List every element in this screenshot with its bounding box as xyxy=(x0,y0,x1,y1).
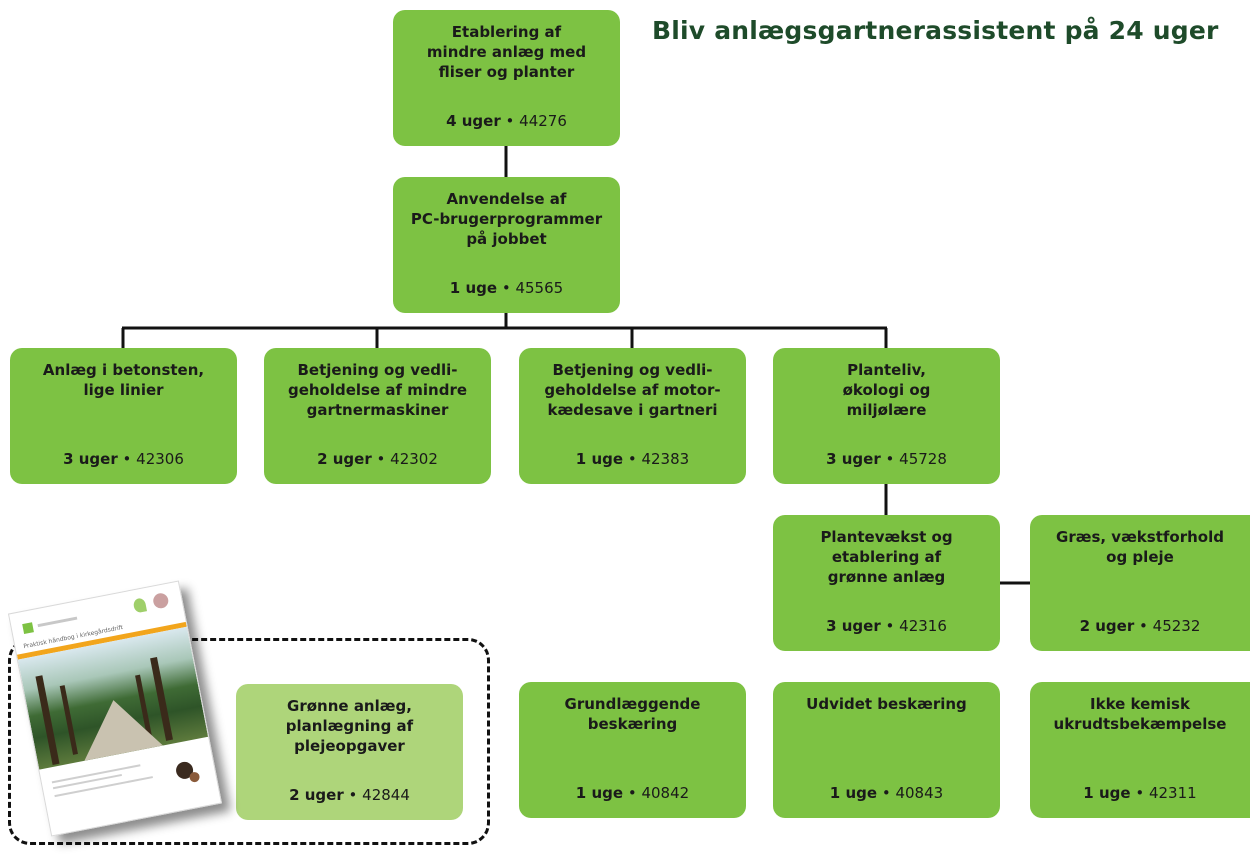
course-weeks: 1 uge xyxy=(449,279,498,297)
page-title: Bliv anlægsgartnerassistent på 24 uger xyxy=(652,16,1219,45)
course-box-ukrudt: Ikke kemisk ukrudtsbekæmpelse 1 uge • 42… xyxy=(1030,682,1250,818)
cover-badge-icon xyxy=(188,771,201,783)
course-code: 42844 xyxy=(362,786,410,804)
course-weeks: 2 uger xyxy=(1079,617,1135,635)
bullet: • xyxy=(505,112,515,130)
seal-logo-icon xyxy=(151,591,170,610)
course-name: Ikke kemisk ukrudtsbekæmpelse xyxy=(1053,695,1227,733)
optional-course-frame xyxy=(8,638,490,845)
course-name: Udvidet beskæring xyxy=(806,695,967,713)
course-meta: 3 uger • 42306 xyxy=(10,449,237,469)
bullet: • xyxy=(627,450,637,468)
course-box-udvidet: Udvidet beskæring 1 uge • 40843 xyxy=(773,682,1000,818)
course-weeks: 4 uger xyxy=(446,112,501,130)
bullet: • xyxy=(881,784,891,802)
course-name: Anlæg i betonsten, lige linier xyxy=(42,361,205,399)
course-code: 44276 xyxy=(519,112,567,130)
course-name: Grønne anlæg, planlægning af plejeopgave… xyxy=(285,697,414,755)
course-name: Græs, vækstforhold og pleje xyxy=(1056,528,1224,566)
course-box-graes: Græs, vækstforhold og pleje 2 uger • 452… xyxy=(1030,515,1250,651)
course-meta: 2 uger • 42844 xyxy=(236,785,463,805)
publisher-logo-text xyxy=(37,616,78,628)
course-box-planteliv: Planteliv, økologi og miljølære 3 uger •… xyxy=(773,348,1000,484)
bullet: • xyxy=(122,450,132,468)
course-weeks: 3 uger xyxy=(826,617,881,635)
course-code: 40842 xyxy=(641,784,690,802)
course-name: Anvendelse af PC-brugerprogrammer på job… xyxy=(410,190,603,248)
course-weeks: 2 uger xyxy=(289,786,344,804)
course-box-grundlaeggende: Grundlæggende beskæring 1 uge • 40842 xyxy=(519,682,746,818)
course-meta: 2 uger • 45232 xyxy=(1030,616,1250,636)
course-meta: 2 uger • 42302 xyxy=(264,449,491,469)
course-box-gartnermaskiner: Betjening og vedli- geholdelse af mindre… xyxy=(264,348,491,484)
course-name: Etablering af mindre anlæg med fliser og… xyxy=(426,23,587,81)
course-meta: 1 uge • 40842 xyxy=(519,783,746,803)
course-box-groenne: Grønne anlæg, planlægning af plejeopgave… xyxy=(236,684,463,820)
course-code: 42311 xyxy=(1148,784,1197,802)
bullet: • xyxy=(501,279,511,297)
course-meta: 4 uger • 44276 xyxy=(393,111,620,131)
course-weeks: 1 uge xyxy=(829,784,878,802)
course-name: Grundlæggende beskæring xyxy=(564,695,701,733)
course-box-etablering: Etablering af mindre anlæg med fliser og… xyxy=(393,10,620,146)
bullet: • xyxy=(885,617,895,635)
tree-trunk xyxy=(59,685,78,755)
publisher-logo-icon xyxy=(22,622,34,634)
course-meta: 1 uge • 45565 xyxy=(393,278,620,298)
tree-trunk xyxy=(35,675,60,765)
bullet: • xyxy=(1135,784,1145,802)
course-weeks: 1 uge xyxy=(1083,784,1131,802)
course-meta: 3 uger • 45728 xyxy=(773,449,1000,469)
bullet: • xyxy=(885,450,895,468)
course-name: Betjening og vedli- geholdelse af mindre… xyxy=(287,361,468,419)
course-code: 42306 xyxy=(136,450,184,468)
course-name: Plantevækst og etablering af grønne anlæ… xyxy=(820,528,953,586)
course-box-plantevaekst: Plantevækst og etablering af grønne anlæ… xyxy=(773,515,1000,651)
course-meta: 3 uger • 42316 xyxy=(773,616,1000,636)
bullet: • xyxy=(627,784,637,802)
course-name: Betjening og vedli- geholdelse af motor-… xyxy=(544,361,721,419)
course-box-pc: Anvendelse af PC-brugerprogrammer på job… xyxy=(393,177,620,313)
course-weeks: 3 uger xyxy=(63,450,118,468)
leaf-logo-icon xyxy=(132,597,148,614)
course-code: 42302 xyxy=(390,450,438,468)
course-box-betonsten: Anlæg i betonsten, lige linier 3 uger • … xyxy=(10,348,237,484)
course-code: 42383 xyxy=(641,450,690,468)
course-meta: 1 uge • 42383 xyxy=(519,449,746,469)
course-weeks: 3 uger xyxy=(826,450,881,468)
bullet: • xyxy=(348,786,358,804)
course-code: 45232 xyxy=(1152,617,1201,635)
course-name: Planteliv, økologi og miljølære xyxy=(842,361,931,419)
course-code: 40843 xyxy=(895,784,944,802)
bullet: • xyxy=(376,450,386,468)
course-code: 45565 xyxy=(515,279,564,297)
course-meta: 1 uge • 42311 xyxy=(1030,783,1250,803)
course-code: 42316 xyxy=(899,617,947,635)
course-box-motorsave: Betjening og vedli- geholdelse af motor-… xyxy=(519,348,746,484)
course-weeks: 1 uge xyxy=(575,784,624,802)
course-meta: 1 uge • 40843 xyxy=(773,783,1000,803)
course-code: 45728 xyxy=(899,450,947,468)
course-weeks: 2 uger xyxy=(317,450,372,468)
bullet: • xyxy=(1139,617,1148,635)
gravel-path xyxy=(74,692,163,761)
course-weeks: 1 uge xyxy=(575,450,624,468)
